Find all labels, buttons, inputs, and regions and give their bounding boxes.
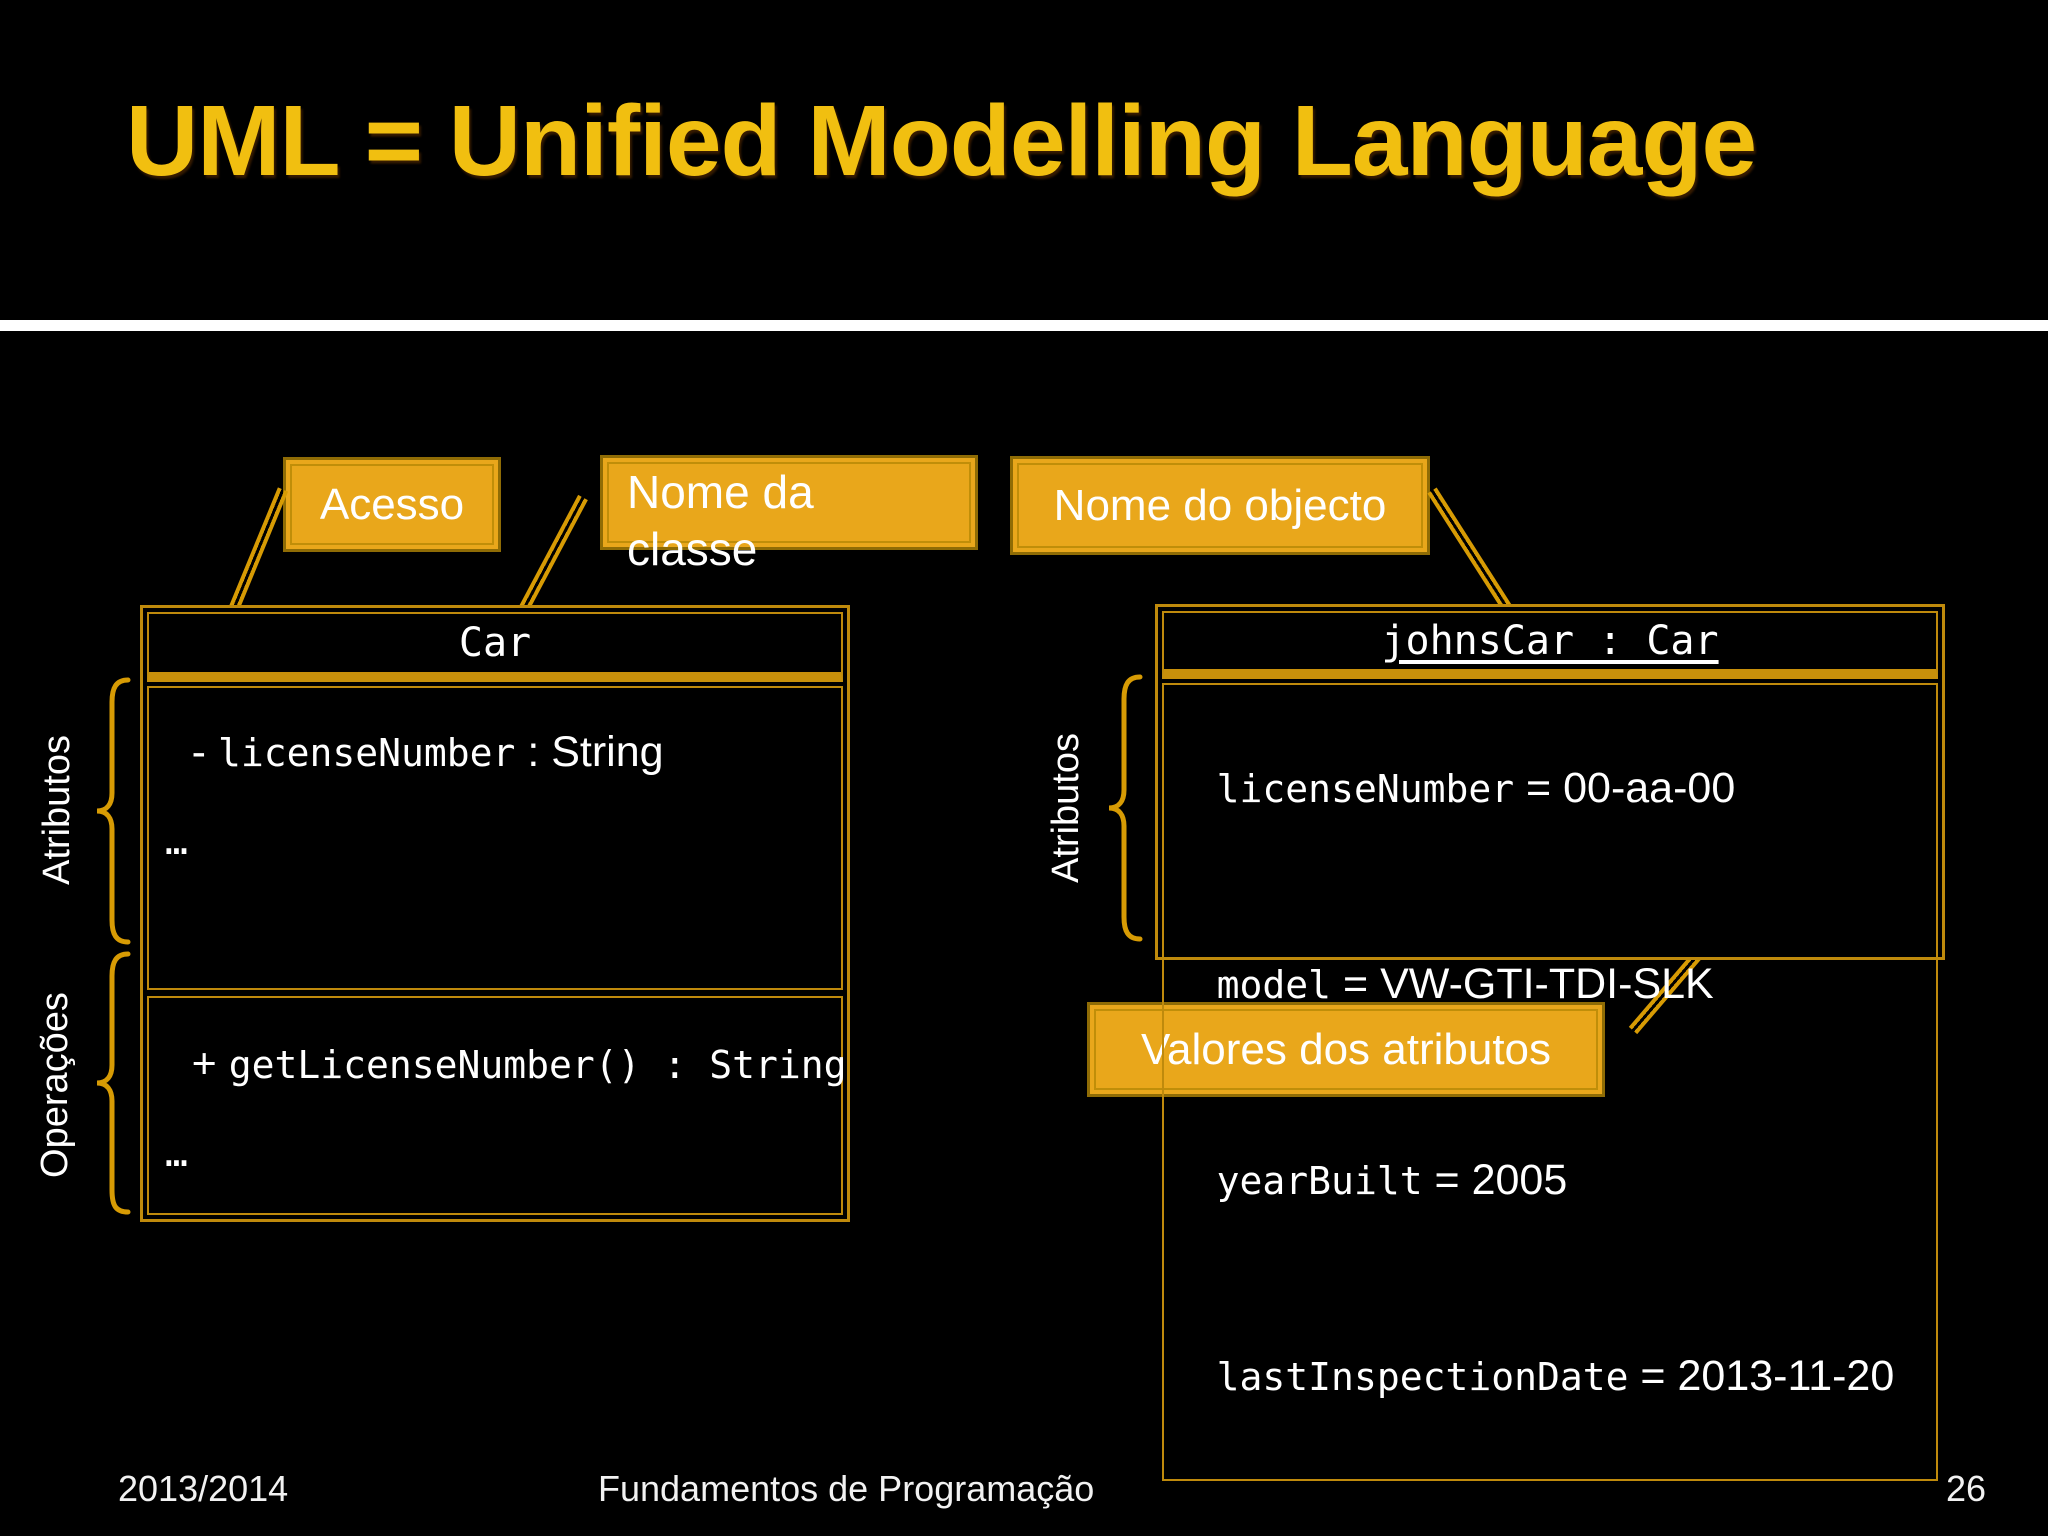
class-attribute-line: - licenseNumber : String (165, 710, 827, 795)
equals-sign: = (1331, 960, 1381, 1008)
class-operations-more: … (165, 1131, 188, 1175)
operation-access-modifier: + (191, 1040, 229, 1088)
attribute-value: 2005 (1471, 1156, 1568, 1204)
object-attribute-row: yearBuilt = 2005 (1190, 1087, 1922, 1283)
nome-do-objecto-label: Nome do objecto (1053, 480, 1387, 530)
nome-da-classe-label-box: Nome da classe (600, 455, 978, 575)
object-diagram-box: johnsCar : Car licenseNumber = 00-aa-00 … (1155, 604, 1945, 1481)
attribute-value: 00-aa-00 (1563, 764, 1736, 812)
equals-sign: = (1422, 1156, 1472, 1204)
left-operations-brace-icon (96, 951, 131, 1215)
class-operations-compartment: + getLicenseNumber() : String … (147, 996, 847, 1215)
slide-title: UML = Unified Modelling Language (126, 85, 1757, 197)
object-attributes-compartment: licenseNumber = 00-aa-00 model = VW-GTI-… (1162, 683, 1938, 1481)
class-attributes-more: … (165, 819, 188, 863)
nome-da-classe-line1: Nome da (627, 466, 814, 518)
valores-dos-atributos-label-box: Valores dos atributos (1087, 1002, 1605, 1097)
operation-type: String (709, 1043, 847, 1087)
object-attribute-row: model = VW-GTI-TDI-SLK (1190, 891, 1922, 1087)
object-name-compartment: johnsCar : Car (1162, 611, 1938, 679)
object-attribute-row: lastInspectionDate = 2013-11-20 (1190, 1283, 1922, 1479)
footer-page-number: 26 (1946, 1468, 1987, 1509)
acesso-label-box: Acesso (283, 457, 501, 552)
footer-course-title: Fundamentos de Programação (598, 1468, 1095, 1509)
object-attributes-vertical-label: Atributos (1045, 733, 1087, 883)
class-operation-line: + getLicenseNumber() : String (165, 1022, 847, 1107)
object-name: johnsCar : Car (1381, 618, 1719, 664)
attribute-type: String (551, 728, 664, 776)
nome-da-classe-line2: classe (627, 523, 758, 575)
attribute-name: lastInspectionDate (1216, 1355, 1629, 1399)
class-operations-vertical-label: Operações (34, 992, 76, 1178)
class-name: Car (458, 620, 532, 666)
acesso-label: Acesso (319, 479, 465, 529)
attribute-name: licenseNumber (217, 731, 516, 775)
attribute-type-separator: : (515, 728, 552, 776)
object-attribute-row: licenseNumber = 00-aa-00 (1190, 695, 1922, 891)
nome-do-objecto-callout-line (1427, 487, 1520, 624)
nome-do-objecto-label-box: Nome do objecto (1010, 456, 1430, 555)
attribute-name: licenseNumber (1216, 767, 1515, 811)
class-attributes-vertical-label: Atributos (36, 735, 78, 885)
attribute-value: 2013-11-20 (1677, 1352, 1895, 1400)
equals-sign: = (1514, 764, 1564, 812)
attribute-value: VW-GTI-TDI-SLK (1380, 960, 1714, 1008)
title-separator-line (0, 320, 2048, 331)
footer-year: 2013/2014 (118, 1468, 289, 1509)
operation-type-separator: : (640, 1043, 710, 1087)
class-name-compartment: Car (147, 612, 843, 682)
right-attributes-brace-icon (1108, 674, 1143, 942)
attribute-access-modifier: - (191, 728, 218, 776)
attribute-name: yearBuilt (1216, 1159, 1423, 1203)
left-attributes-brace-icon (96, 677, 131, 945)
nome-da-classe-label: Nome da classe (627, 464, 814, 578)
class-diagram-box: Car - licenseNumber : String … + getLice… (140, 605, 850, 1222)
equals-sign: = (1628, 1352, 1678, 1400)
valores-dos-atributos-label: Valores dos atributos (1140, 1024, 1552, 1074)
attribute-name: model (1216, 963, 1332, 1007)
class-attributes-compartment: - licenseNumber : String … (147, 686, 843, 990)
operation-name: getLicenseNumber() (228, 1043, 641, 1087)
